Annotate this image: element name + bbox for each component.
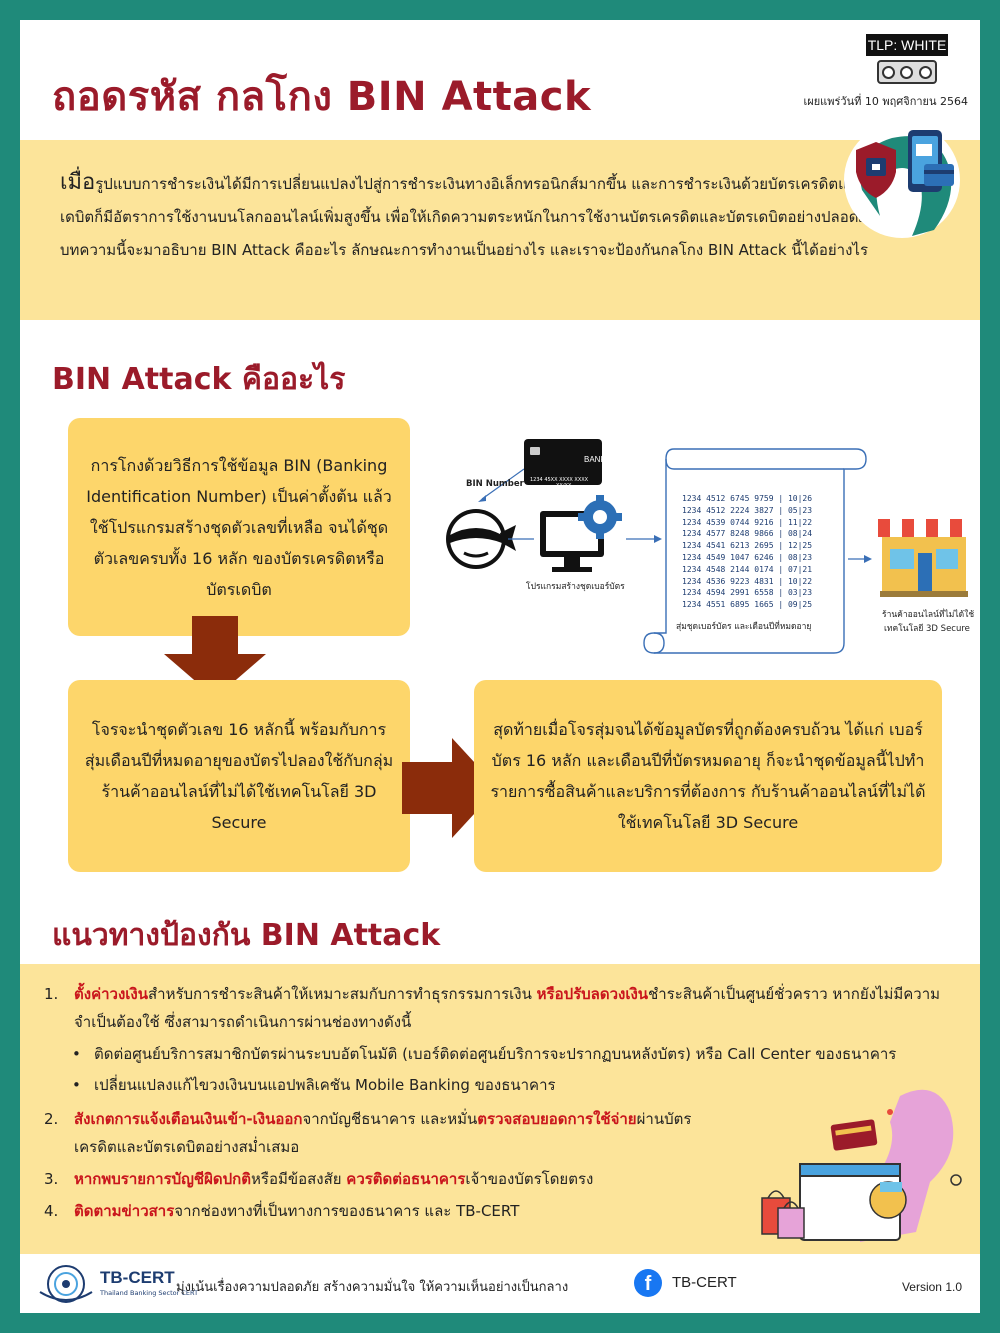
bin-attack-diagram: BIN Number BANK 1234 45XX XXXX XXXX XX/X… (420, 425, 980, 665)
card-number-row: 1234 4541 6213 2695 | 12|25 (682, 541, 813, 551)
facebook-icon[interactable]: f (634, 1269, 662, 1297)
logo-subtitle: Thailand Banking Sector CERT (100, 1289, 199, 1297)
card-number-label: 1234 45XX XXXX XXXX (530, 477, 589, 483)
list-item: 2. สังเกตการแจ้งเตือนเงินเข้า-เงินออกจาก… (44, 1110, 692, 1156)
tb-cert-logo-icon (39, 1265, 93, 1303)
shop-icon (878, 519, 970, 597)
section-heading-what-is: BIN Attack คืออะไร (52, 362, 346, 397)
prevention-list: 1. ตั้งค่าวงเงินสำหรับการชำระสินค้าให้เห… (44, 980, 964, 1229)
shop-label-line-1: ร้านค้าออนไลน์ที่ไม่ได้ใช้ (882, 610, 975, 620)
card-number-row: 1234 4536 9223 4831 | 10|22 (682, 576, 813, 586)
traffic-light-icon (877, 60, 937, 84)
bin-number-label: BIN Number (466, 479, 524, 489)
card-number-row: 1234 4577 8248 9866 | 08|24 (682, 529, 813, 539)
intro-body: รูปแบบการชำระเงินได้มีการเปลี่ยนแปลงไปสู… (60, 175, 893, 259)
footer-slogan: มุ่งเน้นเรื่องความปลอดภัย สร้างความมั่นใ… (176, 1280, 569, 1295)
step-box-2: โจรจะนำชุดตัวเลข 16 หลักนี้ พร้อมกับการส… (68, 680, 410, 872)
card-number-row: 1234 4594 2991 6558 | 03|23 (682, 588, 813, 598)
thief-icon (446, 509, 516, 569)
published-date: เผยแพร่วันที่ 10 พฤศจิกายน 2564 (803, 95, 968, 108)
card-number-row: 1234 4539 0744 9216 | 11|22 (682, 517, 813, 527)
computer-gear-icon (540, 495, 622, 572)
intro-lead-word: เมื่อ (60, 170, 96, 195)
footer: TB-CERT Thailand Banking Sector CERT มุ่… (20, 1254, 980, 1313)
version-label: Version 1.0 (901, 1280, 962, 1294)
card-number-row: 1234 4549 1047 6246 | 08|23 (682, 552, 813, 562)
step-box-1: การโกงด้วยวิธีการใช้ข้อมูล BIN (Banking … (68, 418, 410, 636)
prevention-section: 1. ตั้งค่าวงเงินสำหรับการชำระสินค้าให้เห… (20, 964, 980, 1254)
intro-section: เมื่อรูปแบบการชำระเงินได้มีการเปลี่ยนแปล… (20, 140, 980, 320)
step-text-3: สุดท้ายเมื่อโจรสุ่มจนได้ข้อมูลบัตรที่ถูก… (490, 720, 926, 832)
list-item: 1. ตั้งค่าวงเงินสำหรับการชำระสินค้าให้เห… (44, 985, 941, 1031)
scroll-icon (643, 448, 867, 654)
card-number-row: 1234 4551 6895 1665 | 09|25 (682, 600, 813, 610)
infographic-page: ถอดรหัส กลโกง BIN Attack TLP: WHITE เผยแ… (20, 20, 980, 1313)
section-heading-prevention: แนวทางป้องกัน BIN Attack (52, 918, 441, 953)
credit-card-icon (524, 439, 602, 485)
online-shopping-illustration (761, 1089, 962, 1242)
card-holder-label: Cardholder name (530, 489, 574, 495)
card-expiry-label: XX/XX (556, 483, 572, 489)
scroll-caption: สุ่มชุดเบอร์บัตร และเดือนปีที่หมดอายุ (676, 622, 812, 632)
list-subitem: เปลี่ยนแปลงแก้ไขวงเงินบนแอปพลิเคชัน Mobi… (44, 1071, 964, 1099)
card-bank-label: BANK (584, 455, 606, 464)
card-security-illustration (844, 122, 960, 238)
tlp-badge: TLP: WHITE (866, 34, 948, 84)
page-title: ถอดรหัส กลโกง BIN Attack (52, 74, 592, 120)
list-item: 4. ติดตามข่าวสารจากช่องทางที่เป็นทางการข… (44, 1202, 520, 1220)
facebook-page-name[interactable]: TB-CERT (672, 1274, 737, 1291)
step-text-1: การโกงด้วยวิธีการใช้ข้อมูล BIN (Banking … (86, 455, 392, 599)
intro-paragraph: เมื่อรูปแบบการชำระเงินได้มีการเปลี่ยนแปล… (60, 166, 900, 267)
diagram-graphics (446, 439, 970, 654)
shop-label-line-2: เทคโนโลยี 3D Secure (884, 624, 970, 634)
generator-label: โปรแกรมสร้างชุดเบอร์บัตร (526, 582, 625, 592)
card-number-row: 1234 4512 6745 9759 | 10|26 (682, 494, 813, 503)
card-number-row: 1234 4512 2224 3827 | 05|23 (682, 505, 813, 515)
list-subitem: ติดต่อศูนย์บริการสมาชิกบัตรผ่านระบบอัตโน… (44, 1040, 964, 1068)
list-item: 3. หากพบรายการบัญชีผิดปกติหรือมีข้อสงสัย… (44, 1170, 594, 1188)
logo-name: TB-CERT (100, 1268, 175, 1287)
step-text-2: โจรจะนำชุดตัวเลข 16 หลักนี้ พร้อมกับการส… (84, 720, 394, 832)
tlp-label: TLP: WHITE (866, 34, 948, 56)
card-number-list: 1234 4512 6745 9759 | 10|26 1234 4512 222… (682, 493, 812, 611)
step-box-3: สุดท้ายเมื่อโจรสุ่มจนได้ข้อมูลบัตรที่ถูก… (474, 680, 942, 872)
card-number-row: 1234 4548 2144 0174 | 07|21 (682, 564, 813, 574)
